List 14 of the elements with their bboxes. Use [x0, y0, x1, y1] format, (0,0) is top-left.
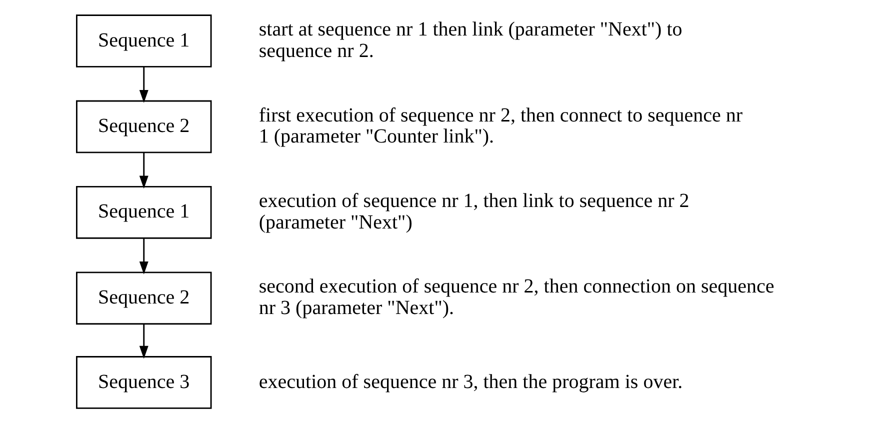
- node-box: Sequence 1: [76, 186, 212, 239]
- arrow: [139, 324, 148, 359]
- node-label: execution of sequence nr 1, then link to sequence nr 2 (parameter "Next"): [258, 190, 690, 234]
- arrow: [139, 66, 148, 103]
- node-label: second execution of sequence nr 2, then connection on sequence nr 3 (parameter "Next").: [258, 276, 774, 320]
- node-label: execution of sequence nr 3, then the program is over.: [258, 370, 683, 393]
- node-box: Sequence 3: [76, 356, 212, 409]
- arrow: [139, 152, 148, 189]
- node-label: start at sequence nr 1 then link (parameter "Next") to sequence nr 2.: [258, 18, 682, 62]
- node-label: first execution of sequence nr 2, then connect to sequence nr 1 (parameter "Counter link").: [258, 104, 743, 148]
- node-box: Sequence 2: [76, 272, 212, 325]
- node-box: Sequence 2: [76, 100, 212, 154]
- node-box: Sequence 1: [76, 14, 212, 68]
- arrow: [139, 238, 148, 274]
